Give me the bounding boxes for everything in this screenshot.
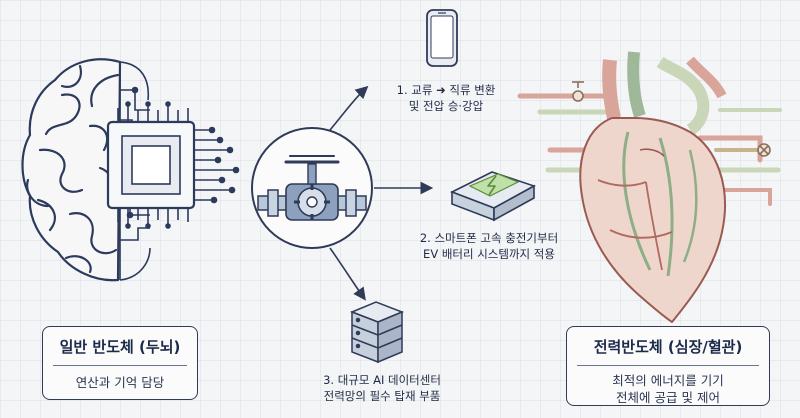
panel-title: 일반 반도체 (두뇌) xyxy=(59,338,181,356)
item-line2: 및 전압 승·강압 xyxy=(408,99,484,113)
general-semiconductor-panel: 일반 반도체 (두뇌) 연산과 기억 담당 xyxy=(42,326,198,400)
heart-icon xyxy=(579,51,727,323)
valve-gear-icon xyxy=(251,127,373,249)
server-rack-icon xyxy=(349,301,405,364)
battery-pack-icon xyxy=(450,171,536,222)
item-line1: 3. 대규모 AI 데이터센터 xyxy=(323,373,441,387)
panel-title: 전력반도체 (심장/혈관) xyxy=(593,338,743,356)
item-label-charging: 2. 스마트폰 고속 충전기부터 EV 배터리 시스템까지 적용 xyxy=(414,230,564,262)
panel-divider xyxy=(577,365,759,366)
panel-description-line: 전체에 공급 및 제어 xyxy=(616,390,720,405)
flow-arrows xyxy=(329,85,434,301)
item-label-datacenter: 3. 대규모 AI 데이터센터 전력망의 필수 탑재 부품 xyxy=(312,372,452,404)
power-semiconductor-panel: 전력반도체 (심장/혈관) 최적의 에너지를 기기 전체에 공급 및 제어 xyxy=(566,326,770,406)
microchip-icon xyxy=(106,101,240,229)
panel-divider xyxy=(53,365,187,366)
valve-handle-icons xyxy=(572,81,771,157)
item-line2: 전력망의 필수 탑재 부품 xyxy=(323,389,441,403)
panel-description: 최적의 에너지를 기기 전체에 공급 및 제어 xyxy=(567,366,769,406)
item-line1: 1. 교류 ➜ 직류 변환 xyxy=(396,83,496,97)
item-label-ac-dc: 1. 교류 ➜ 직류 변환 및 전압 승·강압 xyxy=(386,82,506,114)
panel-description-line: 최적의 에너지를 기기 xyxy=(612,373,724,388)
brain-icon xyxy=(21,58,122,282)
smartphone-icon xyxy=(426,9,458,67)
item-line1: 2. 스마트폰 고속 충전기부터 xyxy=(419,231,559,245)
panel-description: 연산과 기억 담당 xyxy=(75,375,165,390)
item-line2: EV 배터리 시스템까지 적용 xyxy=(423,247,555,261)
